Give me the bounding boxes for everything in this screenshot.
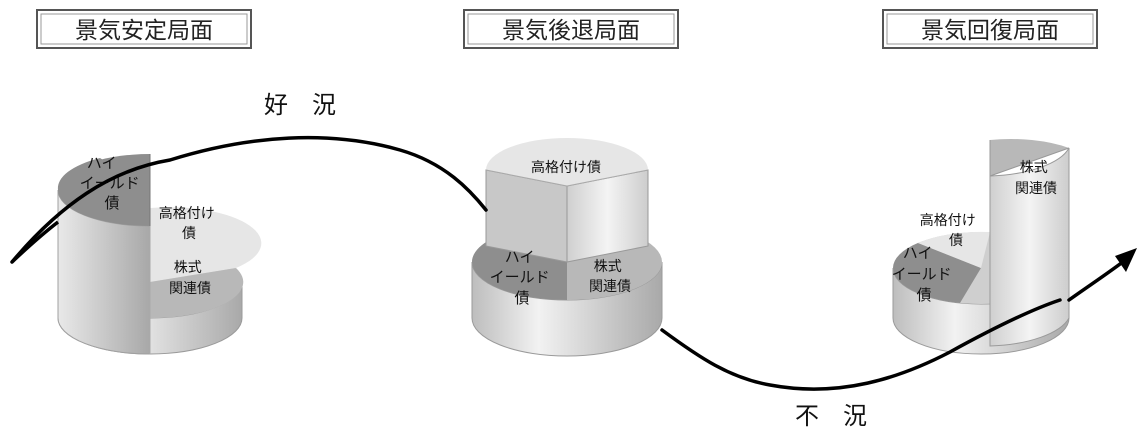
- label-equity-1: 株式: [174, 260, 202, 276]
- label-high-yield-3: 債: [916, 286, 931, 304]
- slice-equity: [567, 262, 662, 300]
- slice-high-yield: [892, 268, 981, 303]
- label-high-grade-1: 高格付け: [920, 212, 976, 229]
- phase-title-recovery-text: 景気回復局面: [921, 18, 1059, 44]
- svg-text:高格付け 債: 高格付け 債: [159, 205, 219, 242]
- phase-title-recession-text: 景気後退局面: [502, 18, 640, 44]
- phase-title-recession: 景気後退局面: [463, 9, 679, 49]
- svg-text:高格付け 債: 高格付け 債: [920, 212, 980, 249]
- slice-equity: [150, 268, 244, 319]
- label-high-yield-2: イールド: [892, 265, 952, 283]
- phase-title-stable: 景気安定局面: [36, 9, 252, 49]
- label-high-grade: 高格付け債: [531, 159, 601, 176]
- label-high-yield-2: イールド: [80, 174, 140, 192]
- label-boom: 好 況: [264, 91, 336, 119]
- svg-text:ハイ イールド 債: ハイ イールド 債: [490, 248, 555, 307]
- business-cycle-curve: [10, 135, 1062, 391]
- label-high-grade-1: 高格付け: [159, 205, 215, 222]
- label-high-grade-2: 債: [949, 233, 963, 249]
- label-slump: 不 況: [795, 402, 867, 430]
- svg-text:ハイ イールド 債: ハイ イールド 債: [892, 244, 957, 304]
- label-high-grade-2: 債: [182, 226, 196, 242]
- slice-high-grade: [150, 207, 262, 282]
- svg-text:株式 関連債: 株式 関連債: [169, 260, 211, 297]
- pie-recession: 高格付け債 ハイ イールド 債 株式 関連債: [471, 138, 663, 357]
- pie-stable: ハイ イールド 債 高格付け 債 株式 関連債: [57, 154, 262, 355]
- slice-equity: [990, 138, 1069, 176]
- curve-segment-behind-left: [10, 220, 60, 264]
- phase-title-recovery: 景気回復局面: [882, 9, 1098, 49]
- label-high-yield-3: 債: [514, 289, 529, 307]
- label-high-yield-1: ハイ: [505, 248, 535, 266]
- label-equity-1: 株式: [1020, 160, 1048, 176]
- svg-text:株式 関連債: 株式 関連債: [589, 259, 631, 295]
- svg-text:株式 関連債: 株式 関連債: [1015, 160, 1057, 197]
- label-equity-1: 株式: [594, 259, 622, 275]
- label-high-yield-1: ハイ: [87, 154, 117, 172]
- label-high-yield-3: 債: [104, 194, 119, 212]
- arrow-head-icon: [1115, 248, 1137, 272]
- label-equity-2: 関連債: [1015, 181, 1057, 197]
- curve-segment-right-rise: [1067, 256, 1130, 302]
- pie-recovery: 株式 関連債 高格付け 債 ハイ イールド 債: [892, 138, 1070, 355]
- label-equity-2: 関連債: [169, 281, 211, 297]
- label-high-yield-2: イールド: [490, 268, 550, 286]
- label-equity-2: 関連債: [589, 279, 631, 295]
- slice-high-grade: [486, 138, 648, 186]
- slice-high-grade: [918, 231, 990, 268]
- phase-title-stable-text: 景気安定局面: [75, 18, 213, 44]
- label-high-yield-1: ハイ: [903, 244, 933, 262]
- slice-high-yield: [472, 262, 567, 300]
